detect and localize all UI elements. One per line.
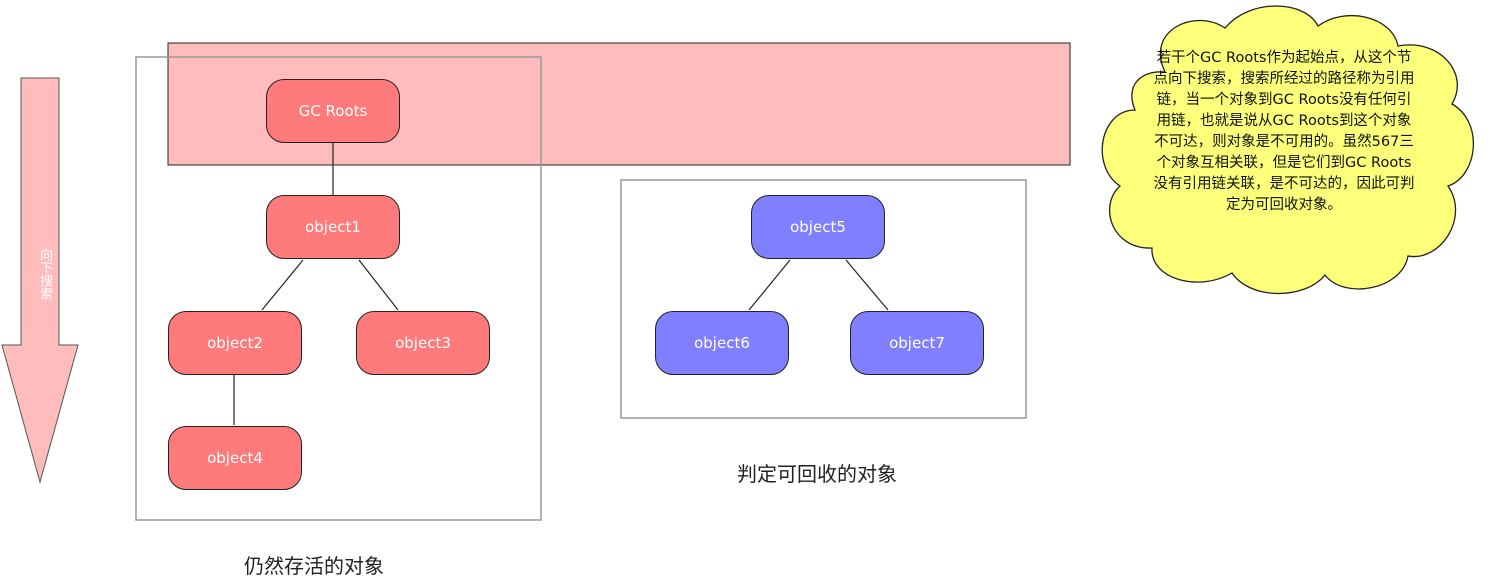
down-arrow-label: 向下搜索	[37, 248, 52, 300]
collectable-caption: 判定可回收的对象	[737, 462, 897, 486]
object6-node: object6	[655, 311, 789, 375]
note-cloud	[1101, 5, 1474, 295]
down-arrow	[1, 77, 79, 484]
edge-object1-object2	[261, 259, 304, 311]
alive-caption: 仍然存活的对象	[244, 554, 384, 578]
object1-node: object1	[266, 195, 400, 259]
object2-node: object2	[168, 311, 302, 375]
note-text: 若干个GC Roots作为起始点，从这个节点向下搜索，搜索所经过的路径称为引用链…	[1153, 50, 1415, 213]
edge-object5-object6	[748, 259, 791, 311]
alive-group-frame	[135, 56, 542, 521]
gc-roots-node: GC Roots	[266, 79, 400, 143]
object3-node: object3	[356, 311, 490, 375]
collectable-group-frame	[620, 179, 1027, 419]
edge-object1-object3	[358, 259, 399, 311]
object5-node: object5	[751, 195, 885, 259]
edge-object5-object7	[845, 259, 889, 311]
object7-node: object7	[850, 311, 984, 375]
object4-node: object4	[168, 426, 302, 490]
